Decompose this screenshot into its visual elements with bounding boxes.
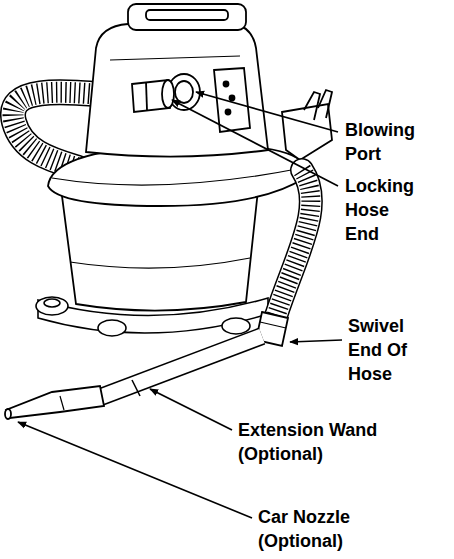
base	[98, 320, 126, 336]
leader-line	[18, 422, 252, 518]
locking-hose-end	[132, 80, 174, 112]
hose	[276, 170, 311, 316]
leader-line	[290, 340, 342, 342]
locking-hose-end	[162, 80, 174, 108]
extension-wand	[98, 336, 262, 398]
part-label: Swivel End Of Hose	[348, 314, 424, 386]
part-label: Car Nozzle (Optional)	[258, 505, 382, 553]
lid	[318, 90, 332, 118]
hose	[276, 170, 311, 316]
motor-head	[86, 4, 268, 157]
extension-wand	[132, 380, 140, 396]
drum	[62, 190, 258, 311]
base	[36, 297, 68, 315]
motor-head	[128, 4, 246, 30]
part-label: Blowing Port	[345, 118, 433, 166]
motor-head	[110, 56, 240, 60]
part-label: Locking Hose End	[345, 174, 423, 246]
car-nozzle	[60, 396, 64, 410]
drum	[62, 190, 258, 311]
motor-head	[230, 96, 235, 101]
locking-hose-end	[146, 82, 147, 110]
base	[222, 318, 250, 334]
lid	[304, 92, 320, 120]
hose	[276, 170, 311, 316]
lid	[52, 168, 302, 185]
lid	[282, 104, 332, 160]
leader-line	[150, 389, 232, 430]
leader-line	[172, 100, 338, 186]
drum	[70, 258, 250, 268]
base	[44, 299, 60, 307]
extension-wand	[98, 336, 262, 398]
car-nozzle	[5, 386, 104, 419]
car-nozzle	[6, 386, 104, 418]
swivel-end	[260, 322, 286, 328]
motor-head	[224, 82, 229, 87]
extension-wand	[98, 336, 262, 398]
hose	[276, 170, 311, 316]
blowing-port	[175, 81, 193, 103]
motor-head	[226, 110, 231, 115]
leader-line	[196, 92, 338, 132]
car-nozzle	[5, 409, 11, 419]
motor-head	[214, 68, 250, 132]
part-label: Extension Wand (Optional)	[238, 418, 388, 466]
motor-head	[146, 10, 228, 20]
